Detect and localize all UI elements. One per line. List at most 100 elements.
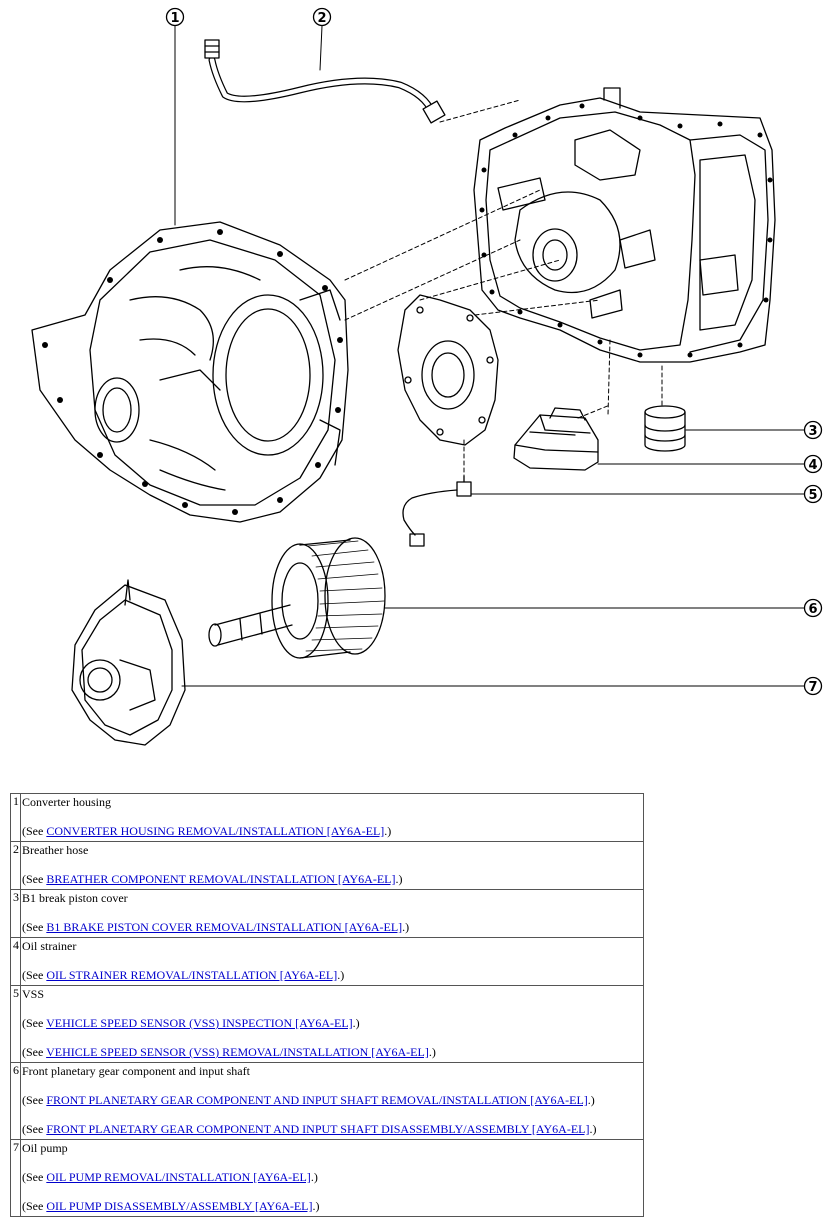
reference-suffix: .) — [589, 1122, 597, 1136]
part-description: Converter housing (See CONVERTER HOUSING … — [20, 793, 644, 842]
part-name: B1 break piston cover — [22, 891, 128, 905]
reference-link[interactable]: VEHICLE SPEED SENSOR (VSS) INSPECTION [A… — [46, 1016, 353, 1030]
reference-prefix: (See — [22, 1016, 47, 1030]
reference-link[interactable]: OIL PUMP REMOVAL/INSTALLATION [AY6A-EL] — [46, 1170, 311, 1184]
pump-cover-plate — [397, 294, 499, 446]
reference-suffix: .) — [352, 1016, 360, 1030]
part-name: Converter housing — [22, 795, 111, 809]
reference-line: (See VEHICLE SPEED SENSOR (VSS) INSPECTI… — [22, 1016, 641, 1030]
leader-lines — [174, 25, 806, 687]
part-number: 4 — [10, 937, 21, 986]
part-description: VSS (See VEHICLE SPEED SENSOR (VSS) INSPE… — [20, 985, 644, 1063]
part-number: 6 — [10, 1062, 21, 1140]
part-description: Oil pump (See OIL PUMP REMOVAL/INSTALLATI… — [20, 1139, 644, 1217]
reference-suffix: .) — [587, 1093, 595, 1107]
reference-line: (See FRONT PLANETARY GEAR COMPONENT AND … — [22, 1122, 641, 1136]
reference-suffix: .) — [337, 968, 345, 982]
callout-5: 5 — [803, 484, 823, 504]
svg-text:5: 5 — [808, 488, 817, 503]
callout-3: 3 — [803, 420, 823, 440]
part-number: 2 — [10, 841, 21, 890]
gear-teeth — [305, 540, 385, 652]
part-number: 7 — [10, 1139, 21, 1217]
callouts: 1 2 3 4 5 6 7 — [165, 7, 823, 696]
reference-suffix: .) — [428, 1045, 436, 1059]
part-name: Oil pump — [22, 1141, 68, 1155]
transmission-case — [473, 87, 776, 363]
callout-7: 7 — [803, 676, 823, 696]
reference-prefix: (See — [22, 1045, 47, 1059]
breather-hose — [204, 39, 446, 124]
reference-line: (See B1 BRAKE PISTON COVER REMOVAL/INSTA… — [22, 920, 641, 934]
oil-pump — [71, 579, 186, 746]
reference-link[interactable]: FRONT PLANETARY GEAR COMPONENT AND INPUT… — [46, 1122, 590, 1136]
planetary-gear-input-shaft — [208, 537, 386, 659]
oil-strainer — [513, 407, 599, 471]
reference-suffix: .) — [395, 872, 403, 886]
reference-link[interactable]: OIL PUMP DISASSEMBLY/ASSEMBLY [AY6A-EL] — [46, 1199, 313, 1213]
svg-text:4: 4 — [808, 458, 817, 473]
svg-text:6: 6 — [808, 602, 817, 617]
reference-suffix: .) — [384, 824, 392, 838]
reference-line: (See CONVERTER HOUSING REMOVAL/INSTALLAT… — [22, 824, 641, 838]
svg-text:1: 1 — [170, 11, 179, 26]
reference-line: (See OIL PUMP REMOVAL/INSTALLATION [AY6A… — [22, 1170, 641, 1184]
callout-2: 2 — [312, 7, 332, 27]
reference-suffix: .) — [402, 920, 410, 934]
callout-6: 6 — [803, 598, 823, 618]
part-name: Oil strainer — [22, 939, 77, 953]
b1-piston-cover — [644, 405, 686, 452]
part-description: Breather hose (See BREATHER COMPONENT REM… — [20, 841, 644, 890]
reference-prefix: (See — [22, 1199, 47, 1213]
part-description: Oil strainer (See OIL STRAINER REMOVAL/IN… — [20, 937, 644, 986]
reference-line: (See VEHICLE SPEED SENSOR (VSS) REMOVAL/… — [22, 1045, 641, 1059]
callout-1: 1 — [165, 7, 185, 27]
reference-line: (See OIL STRAINER REMOVAL/INSTALLATION [… — [22, 968, 641, 982]
reference-line: (See BREATHER COMPONENT REMOVAL/INSTALLA… — [22, 872, 641, 886]
part-description: B1 break piston cover (See B1 BRAKE PISTO… — [20, 889, 644, 938]
reference-link[interactable]: CONVERTER HOUSING REMOVAL/INSTALLATION [… — [46, 824, 385, 838]
reference-prefix: (See — [22, 920, 47, 934]
reference-prefix: (See — [22, 968, 47, 982]
svg-text:3: 3 — [808, 424, 817, 439]
reference-prefix: (See — [22, 1170, 47, 1184]
part-name: VSS — [22, 987, 45, 1001]
reference-prefix: (See — [22, 1122, 47, 1136]
reference-link[interactable]: OIL STRAINER REMOVAL/INSTALLATION [AY6A-… — [46, 968, 338, 982]
reference-prefix: (See — [22, 1093, 47, 1107]
part-number: 1 — [10, 793, 21, 842]
converter-housing — [31, 221, 349, 523]
reference-link[interactable]: BREATHER COMPONENT REMOVAL/INSTALLATION … — [46, 872, 396, 886]
reference-line: (See FRONT PLANETARY GEAR COMPONENT AND … — [22, 1093, 641, 1107]
reference-prefix: (See — [22, 872, 47, 886]
part-name: Front planetary gear component and input… — [22, 1064, 250, 1078]
part-number: 3 — [10, 889, 21, 938]
assembly-guide-lines — [344, 99, 663, 477]
reference-link[interactable]: VEHICLE SPEED SENSOR (VSS) REMOVAL/INSTA… — [46, 1045, 429, 1059]
reference-line: (See OIL PUMP DISASSEMBLY/ASSEMBLY [AY6A… — [22, 1199, 641, 1213]
svg-text:2: 2 — [317, 11, 326, 26]
reference-suffix: .) — [310, 1170, 318, 1184]
reference-link[interactable]: B1 BRAKE PISTON COVER REMOVAL/INSTALLATI… — [46, 920, 403, 934]
part-description: Front planetary gear component and input… — [20, 1062, 644, 1140]
part-number: 5 — [10, 985, 21, 1063]
housing-bolt-holes — [42, 229, 343, 515]
svg-text:7: 7 — [808, 680, 817, 695]
exploded-view-diagram: 1 2 3 4 5 6 7 — [31, 7, 823, 746]
part-name: Breather hose — [22, 843, 89, 857]
callout-4: 4 — [803, 454, 823, 474]
reference-link[interactable]: FRONT PLANETARY GEAR COMPONENT AND INPUT… — [46, 1093, 588, 1107]
case-bolt-holes — [479, 103, 773, 358]
vehicle-speed-sensor — [402, 475, 472, 547]
reference-suffix: .) — [312, 1199, 320, 1213]
reference-prefix: (See — [22, 824, 47, 838]
